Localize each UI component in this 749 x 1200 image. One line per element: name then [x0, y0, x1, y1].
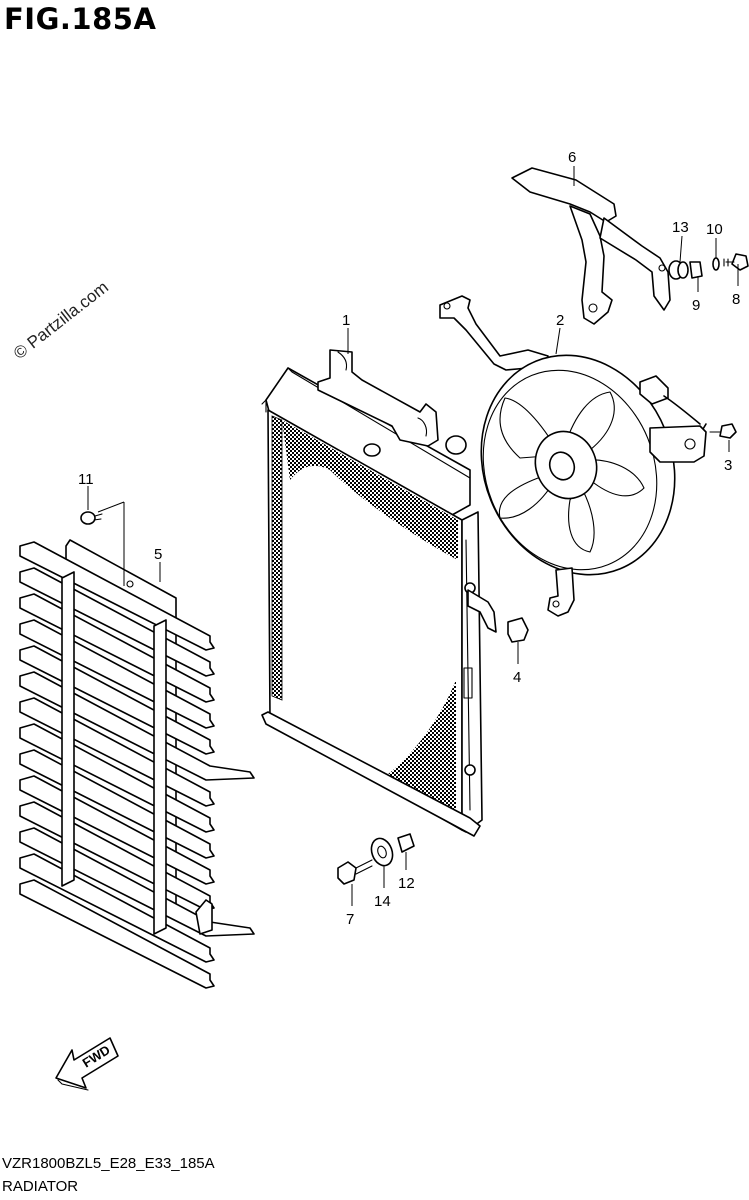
callout-2: 2 — [556, 312, 564, 329]
louver-frame-bar — [61, 571, 75, 887]
radiator-core — [261, 349, 497, 837]
callout-10: 10 — [706, 221, 723, 238]
washer-10 — [712, 257, 720, 271]
bolt-8 — [723, 253, 749, 271]
diagram-code: VZR1800BZL5_E28_E33_185A — [2, 1155, 215, 1172]
louver-hole — [126, 580, 134, 588]
callout-9: 9 — [692, 297, 700, 314]
screw-11 — [80, 511, 103, 525]
grommet-13 — [668, 260, 689, 280]
collar-9 — [689, 261, 703, 279]
collar-12 — [397, 833, 415, 853]
figure-title: FIG.185A — [4, 2, 157, 36]
mounting-bracket — [511, 167, 671, 325]
screw-3 — [709, 423, 737, 439]
cooling-fan — [439, 295, 707, 617]
radiator-louver — [19, 539, 255, 989]
callout-4: 4 — [513, 669, 521, 686]
louver-end-bracket — [195, 899, 213, 935]
callout-3: 3 — [724, 457, 732, 474]
bolt-7 — [337, 859, 373, 885]
callout-14: 14 — [374, 893, 391, 910]
callout-6: 6 — [568, 149, 576, 166]
grommet-14 — [370, 837, 394, 867]
callout-1: 1 — [342, 312, 350, 329]
callout-8: 8 — [732, 291, 740, 308]
callout-11: 11 — [78, 471, 94, 488]
fwd-arrow: FWD — [55, 1037, 119, 1091]
diagram-name: RADIATOR — [2, 1178, 79, 1195]
louver-slat — [19, 879, 215, 989]
callout-7: 7 — [346, 911, 354, 928]
callout-5: 5 — [154, 546, 162, 563]
clip-4 — [507, 617, 529, 643]
callout-12: 12 — [398, 875, 415, 892]
louver-frame-bar — [153, 619, 167, 935]
leader-lines — [87, 166, 739, 906]
callout-labels: 1 2 3 4 5 6 7 8 9 10 11 12 13 14 — [78, 149, 740, 928]
callout-13: 13 — [672, 219, 689, 236]
